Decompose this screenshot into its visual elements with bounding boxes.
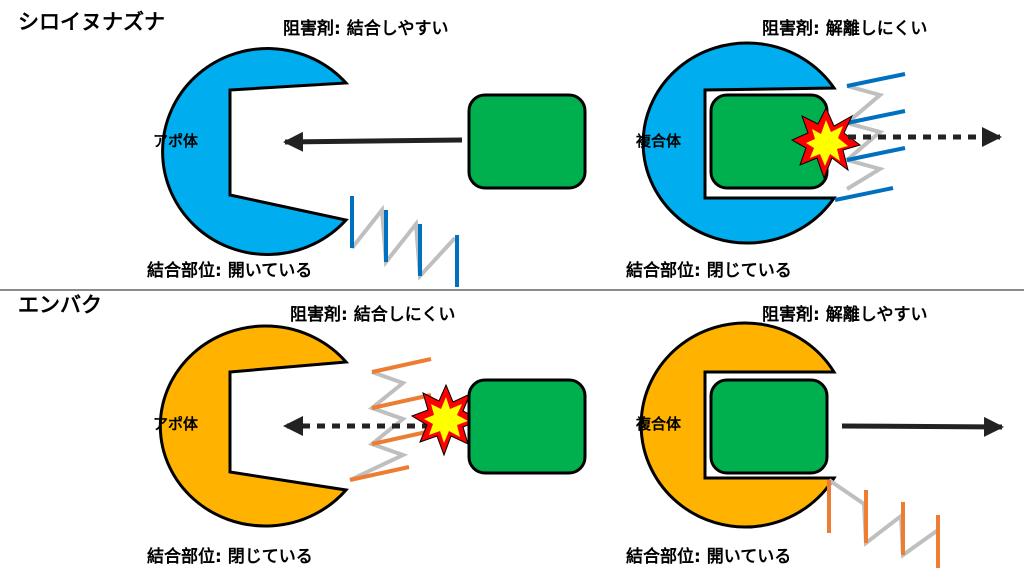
section-title-top: シロイヌナズナ — [18, 10, 165, 34]
complex-protein-bottom — [639, 321, 837, 529]
inhibitor-caption-top-right: 阻害剤: 解離しにくい — [762, 19, 928, 39]
protein-label-top-right: 複合体 — [636, 132, 682, 150]
apo-protein-top — [161, 47, 350, 256]
clash-burst-bottom — [410, 383, 482, 457]
inhibitor-caption-bottom-right: 阻害剤: 解離しやすい — [762, 305, 928, 325]
spring-gray-bottom-left — [349, 370, 409, 482]
complex-protein-top — [641, 41, 837, 245]
spring-accent-top-left — [350, 196, 459, 287]
protein-label-top-left: アポ体 — [153, 132, 199, 150]
clash-burst-top — [790, 106, 862, 180]
inhibitor-bottom-right — [709, 378, 829, 475]
site-caption-bottom-left: 結合部位: 閉じている — [147, 547, 313, 567]
inhibitor-bottom-left — [467, 378, 587, 475]
spring-accent-bottom-left — [349, 357, 432, 482]
spring-accent-bottom-right — [827, 480, 940, 568]
spring-accent-top-right — [834, 72, 906, 202]
apo-protein-bottom — [158, 324, 350, 528]
inhibitor-caption-top-left: 阻害剤: 結合しやすい — [283, 19, 449, 39]
dissociation-arrow-bottom — [841, 416, 1004, 437]
spring-gray-bottom-right — [827, 478, 940, 559]
section-title-bottom: エンバク — [18, 293, 102, 317]
protein-label-bottom-right: 複合体 — [636, 415, 682, 433]
spring-gray-top-left — [350, 204, 457, 281]
inhibitor-caption-bottom-left: 阻害剤: 結合しにくい — [290, 305, 456, 325]
site-caption-bottom-right: 結合部位: 開いている — [626, 547, 792, 567]
site-caption-top-right: 結合部位: 閉じている — [626, 261, 792, 281]
spring-gray-top-right — [842, 84, 886, 191]
site-caption-top-left: 結合部位: 開いている — [147, 261, 313, 281]
binding-arrow-top — [283, 131, 463, 152]
inhibitor-top-left — [467, 93, 587, 190]
protein-label-bottom-left: アポ体 — [153, 415, 199, 433]
